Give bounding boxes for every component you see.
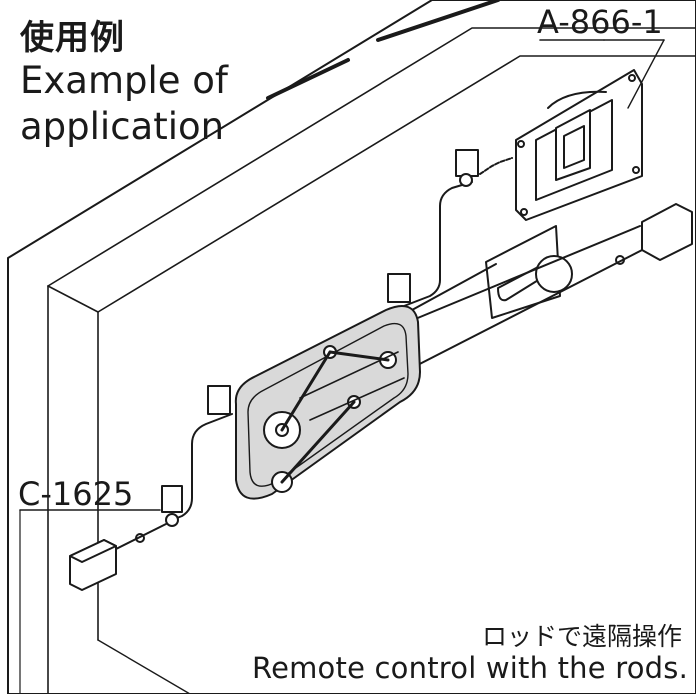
rod-bracket-upper bbox=[455, 149, 479, 177]
handle-grip bbox=[563, 125, 585, 169]
part-label-handle: A-866-1 bbox=[537, 3, 663, 41]
rod-long-1 bbox=[411, 263, 497, 311]
part-label-catch: C-1625 bbox=[18, 475, 134, 513]
lock-mechanism bbox=[234, 305, 421, 500]
right-catch-pin bbox=[615, 255, 625, 265]
rod-end-upper bbox=[459, 173, 473, 187]
handle-leader-3 bbox=[627, 39, 665, 109]
lock-link-2 bbox=[280, 400, 356, 484]
rod-end-lower bbox=[165, 513, 179, 527]
title-english-line1: Example of bbox=[20, 59, 228, 102]
title-english-line2: application bbox=[20, 105, 225, 148]
handle-lip bbox=[547, 90, 607, 109]
caption-english: Remote control with the rods. bbox=[252, 651, 688, 685]
handle-screw-2 bbox=[517, 140, 525, 148]
lock-link-4 bbox=[299, 351, 399, 399]
rod-to-catch bbox=[109, 523, 167, 553]
rod-catch-pin bbox=[135, 533, 145, 543]
rod-chain bbox=[479, 157, 513, 175]
handle-screw-1 bbox=[628, 74, 636, 82]
left-catch-top bbox=[69, 539, 117, 563]
lock-link-5 bbox=[309, 377, 405, 421]
lower-rod bbox=[109, 385, 233, 553]
flush-handle-a866 bbox=[515, 39, 665, 221]
long-rods bbox=[387, 225, 651, 373]
rod-lower-path bbox=[171, 413, 233, 521]
left-catch-c1625 bbox=[19, 509, 161, 695]
rod-long-3 bbox=[403, 245, 651, 373]
rod-bracket-lower bbox=[207, 385, 231, 415]
rod-bracket-left bbox=[161, 485, 183, 513]
lock-link-1 bbox=[280, 350, 332, 432]
rod-long-2 bbox=[407, 225, 641, 323]
handle-screw-4 bbox=[520, 208, 528, 216]
rod-bracket-mid bbox=[387, 273, 411, 303]
highlight-stroke-1 bbox=[266, 58, 350, 100]
handle-screw-3 bbox=[632, 166, 640, 174]
rod-upper-path bbox=[403, 181, 473, 307]
door-panel-top bbox=[47, 55, 696, 313]
upper-rod bbox=[403, 149, 513, 307]
caption-japanese: ロッドで遠隔操作 bbox=[481, 622, 682, 651]
highlight-stroke-2 bbox=[376, 0, 500, 42]
right-catch bbox=[615, 203, 693, 265]
door-panel-bottom bbox=[97, 639, 191, 695]
slot-plate bbox=[485, 225, 561, 319]
lock-cam-hub bbox=[275, 423, 289, 437]
right-catch-body bbox=[641, 203, 693, 261]
title-japanese: 使用例 bbox=[20, 18, 125, 58]
door-inner-frame bbox=[47, 27, 696, 287]
lock-link-3 bbox=[328, 350, 390, 362]
